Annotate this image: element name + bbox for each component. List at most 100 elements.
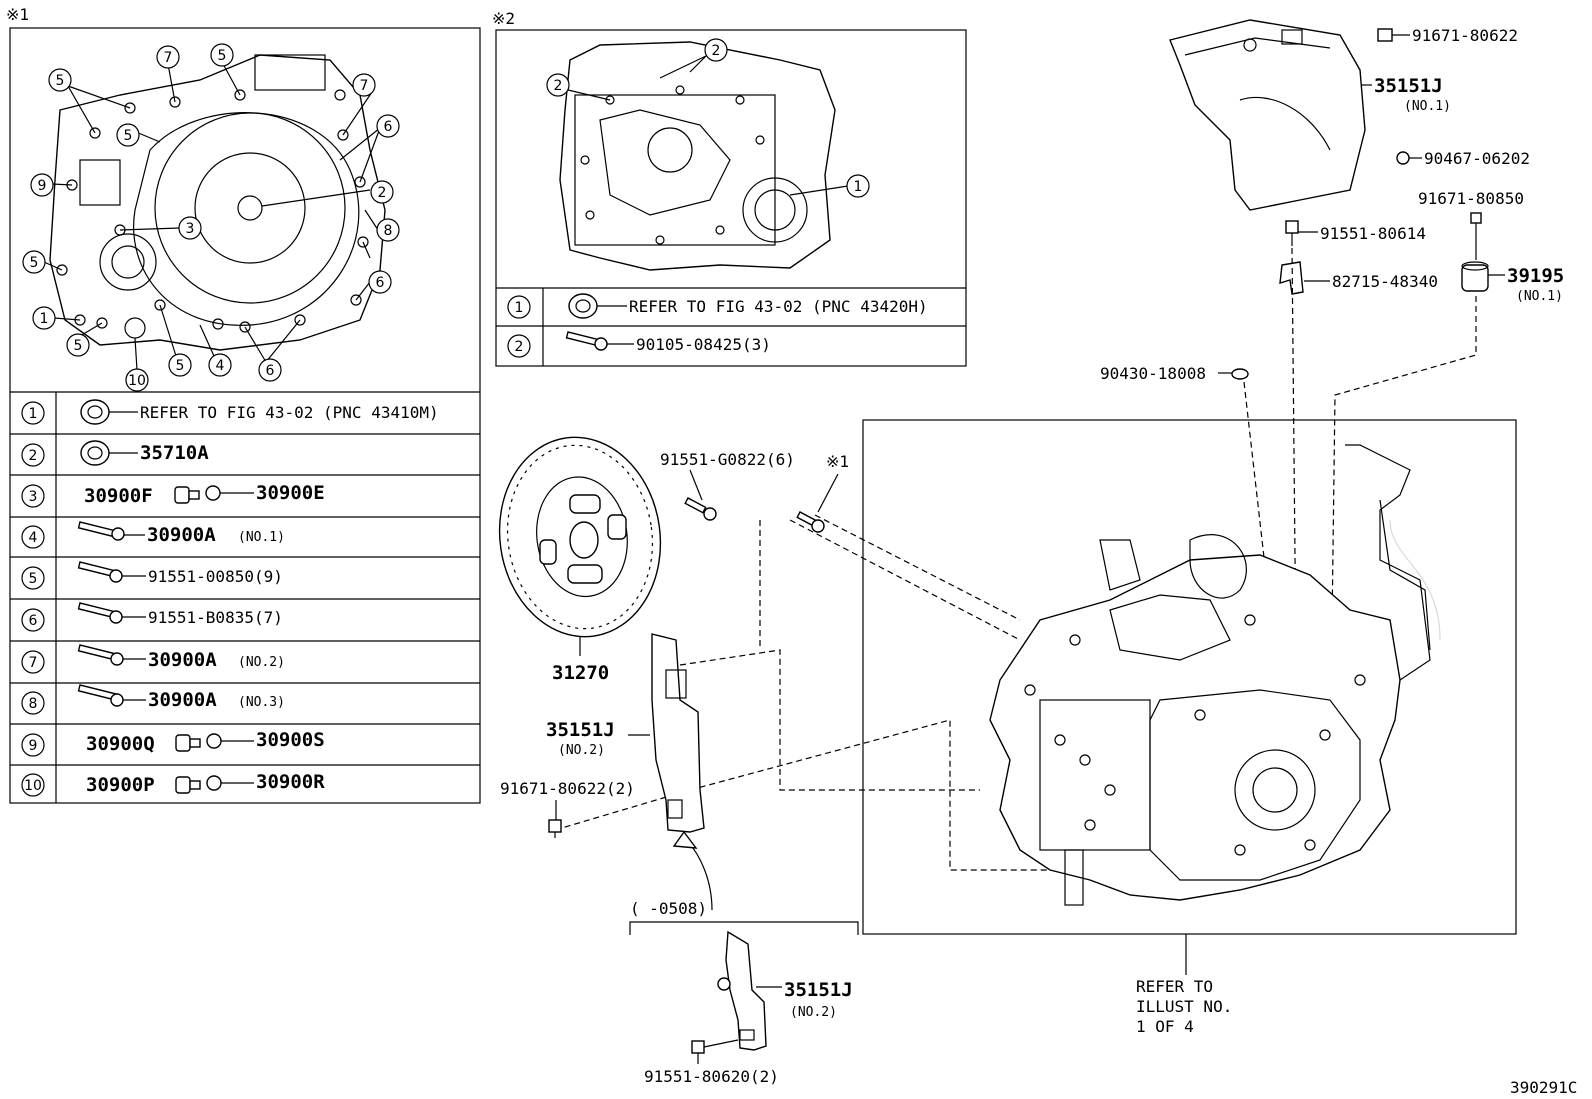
svg-text:6: 6 [384, 119, 393, 135]
date-range-bracket [629, 921, 859, 935]
svg-text:REFER TO FIG 43-02 (PNC 43420H: REFER TO FIG 43-02 (PNC 43420H) [629, 297, 928, 316]
part-35151j-no2: 35151J [546, 719, 615, 741]
part-91551-80614: 91551-80614 [1320, 224, 1426, 243]
panel2-legend: 1 REFER TO FIG 43-02 (PNC 43420H) 2 9010… [507, 293, 928, 358]
svg-text:6: 6 [376, 275, 385, 291]
part-35151j-no1: 35151J [1374, 75, 1443, 97]
svg-text:91551-B0835(7): 91551-B0835(7) [148, 608, 283, 627]
part-91671-80622-2: 91671-80622(2) [500, 779, 635, 798]
svg-text:2: 2 [378, 185, 387, 201]
clip-82715-48340-shape [1279, 261, 1330, 295]
svg-text:5: 5 [218, 48, 227, 64]
part-35151j-no2-lower: 35151J [784, 979, 853, 1001]
panel1-leaders [43, 61, 381, 371]
part-90467-06202: 90467-06202 [1424, 149, 1530, 168]
bolt-ref1-shape [796, 511, 825, 533]
refer-note-line3: 1 OF 4 [1136, 1017, 1194, 1036]
svg-text:2: 2 [712, 43, 721, 59]
svg-text:90105-08425(3): 90105-08425(3) [636, 335, 771, 354]
panel1-callouts: 5 7 5 7 5 6 9 2 3 8 5 6 1 5 10 5 4 6 [22, 43, 400, 392]
bolt-91551-g0822-shape [684, 497, 717, 521]
svg-text:5: 5 [29, 571, 38, 587]
svg-text:1: 1 [515, 300, 524, 316]
washer-90430-18008-shape [1231, 368, 1249, 380]
part-39195-sub: (NO.1) [1516, 289, 1563, 304]
svg-text:9: 9 [29, 738, 38, 754]
transaxle-housing-illustration [559, 41, 836, 271]
svg-text:1: 1 [40, 311, 49, 327]
transaxle-illustration [989, 444, 1441, 906]
refer-note-line2: ILLUST NO. [1136, 997, 1232, 1016]
svg-text:7: 7 [29, 655, 38, 671]
svg-text:30900Q: 30900Q [86, 733, 155, 755]
svg-text:1: 1 [29, 406, 38, 422]
transaxle-frame [862, 419, 1517, 935]
svg-text:7: 7 [164, 50, 173, 66]
svg-text:2: 2 [29, 448, 38, 464]
plate-35151j-no2-lower-illustration [717, 930, 767, 1051]
svg-text:6: 6 [266, 363, 275, 379]
svg-text:30900E: 30900E [256, 482, 325, 504]
svg-text:6: 6 [29, 613, 38, 629]
svg-text:(NO.2): (NO.2) [238, 655, 285, 670]
plate-35151j-no2-illustration [651, 633, 705, 833]
svg-text:35710A: 35710A [140, 442, 209, 464]
svg-text:8: 8 [384, 223, 393, 239]
panel1-frame [9, 27, 481, 804]
ref-mark-2: ※2 [492, 9, 515, 28]
svg-text:4: 4 [216, 358, 225, 374]
clutch-disc-31270-illustration [498, 436, 662, 638]
svg-text:2: 2 [554, 78, 563, 94]
svg-text:1: 1 [854, 179, 863, 195]
svg-text:3: 3 [186, 221, 195, 237]
svg-text:30900F: 30900F [84, 485, 153, 507]
part-39195: 39195 [1507, 265, 1564, 287]
panel2-callouts: 2 2 1 [546, 38, 870, 198]
svg-text:30900A: 30900A [148, 689, 217, 711]
svg-text:5: 5 [74, 338, 83, 354]
svg-text:REFER TO FIG 43-02 (PNC 43410M: REFER TO FIG 43-02 (PNC 43410M) [140, 403, 439, 422]
svg-text:30900A: 30900A [147, 524, 216, 546]
svg-text:7: 7 [360, 78, 369, 94]
svg-text:10: 10 [128, 373, 146, 389]
part-31270: 31270 [552, 662, 609, 684]
bolt-91671-80622-shape [1377, 28, 1410, 42]
panel2-frame [495, 29, 967, 367]
svg-text:8: 8 [29, 696, 38, 712]
svg-text:3: 3 [29, 489, 38, 505]
figure-code: 390291C [1510, 1078, 1577, 1097]
svg-text:(NO.1): (NO.1) [238, 530, 285, 545]
svg-text:4: 4 [29, 530, 38, 546]
supersession-arrow [672, 830, 713, 911]
svg-text:30900A: 30900A [148, 649, 217, 671]
bolt-91551-80614-shape [1285, 220, 1318, 246]
svg-text:(NO.3): (NO.3) [238, 695, 285, 710]
svg-text:10: 10 [24, 778, 42, 794]
part-91671-80622: 91671-80622 [1412, 26, 1518, 45]
part-91551-80620: 91551-80620(2) [644, 1067, 779, 1086]
svg-text:5: 5 [176, 358, 185, 374]
part-90430-18008: 90430-18008 [1100, 364, 1206, 383]
svg-text:9: 9 [38, 178, 47, 194]
svg-text:30900P: 30900P [86, 774, 155, 796]
bolt-90467-06202-shape [1396, 151, 1422, 165]
ref-mark-1-main: ※1 [826, 452, 849, 471]
svg-text:5: 5 [124, 128, 133, 144]
refer-note-line1: REFER TO [1136, 977, 1213, 996]
panel1-legend-grid [10, 392, 480, 803]
part-91671-80850: 91671-80850 [1418, 189, 1524, 208]
svg-text:91551-00850(9): 91551-00850(9) [148, 567, 283, 586]
part-35151j-no1-sub: (NO.1) [1404, 99, 1451, 114]
bracket-no1-illustration [1169, 19, 1366, 211]
mount-39195-shape [1461, 261, 1489, 292]
date-range: ( -0508) [630, 899, 707, 918]
bolt-91551-80620-shape [691, 1039, 739, 1064]
svg-text:5: 5 [30, 255, 39, 271]
svg-text:2: 2 [515, 339, 524, 355]
part-35151j-no2-lower-sub: (NO.2) [790, 1005, 837, 1020]
svg-text:5: 5 [56, 73, 65, 89]
panel1-legend: 1 REFER TO FIG 43-02 (PNC 43410M) 2 3571… [21, 399, 439, 797]
part-82715-48340: 82715-48340 [1332, 272, 1438, 291]
svg-text:30900R: 30900R [256, 771, 325, 793]
